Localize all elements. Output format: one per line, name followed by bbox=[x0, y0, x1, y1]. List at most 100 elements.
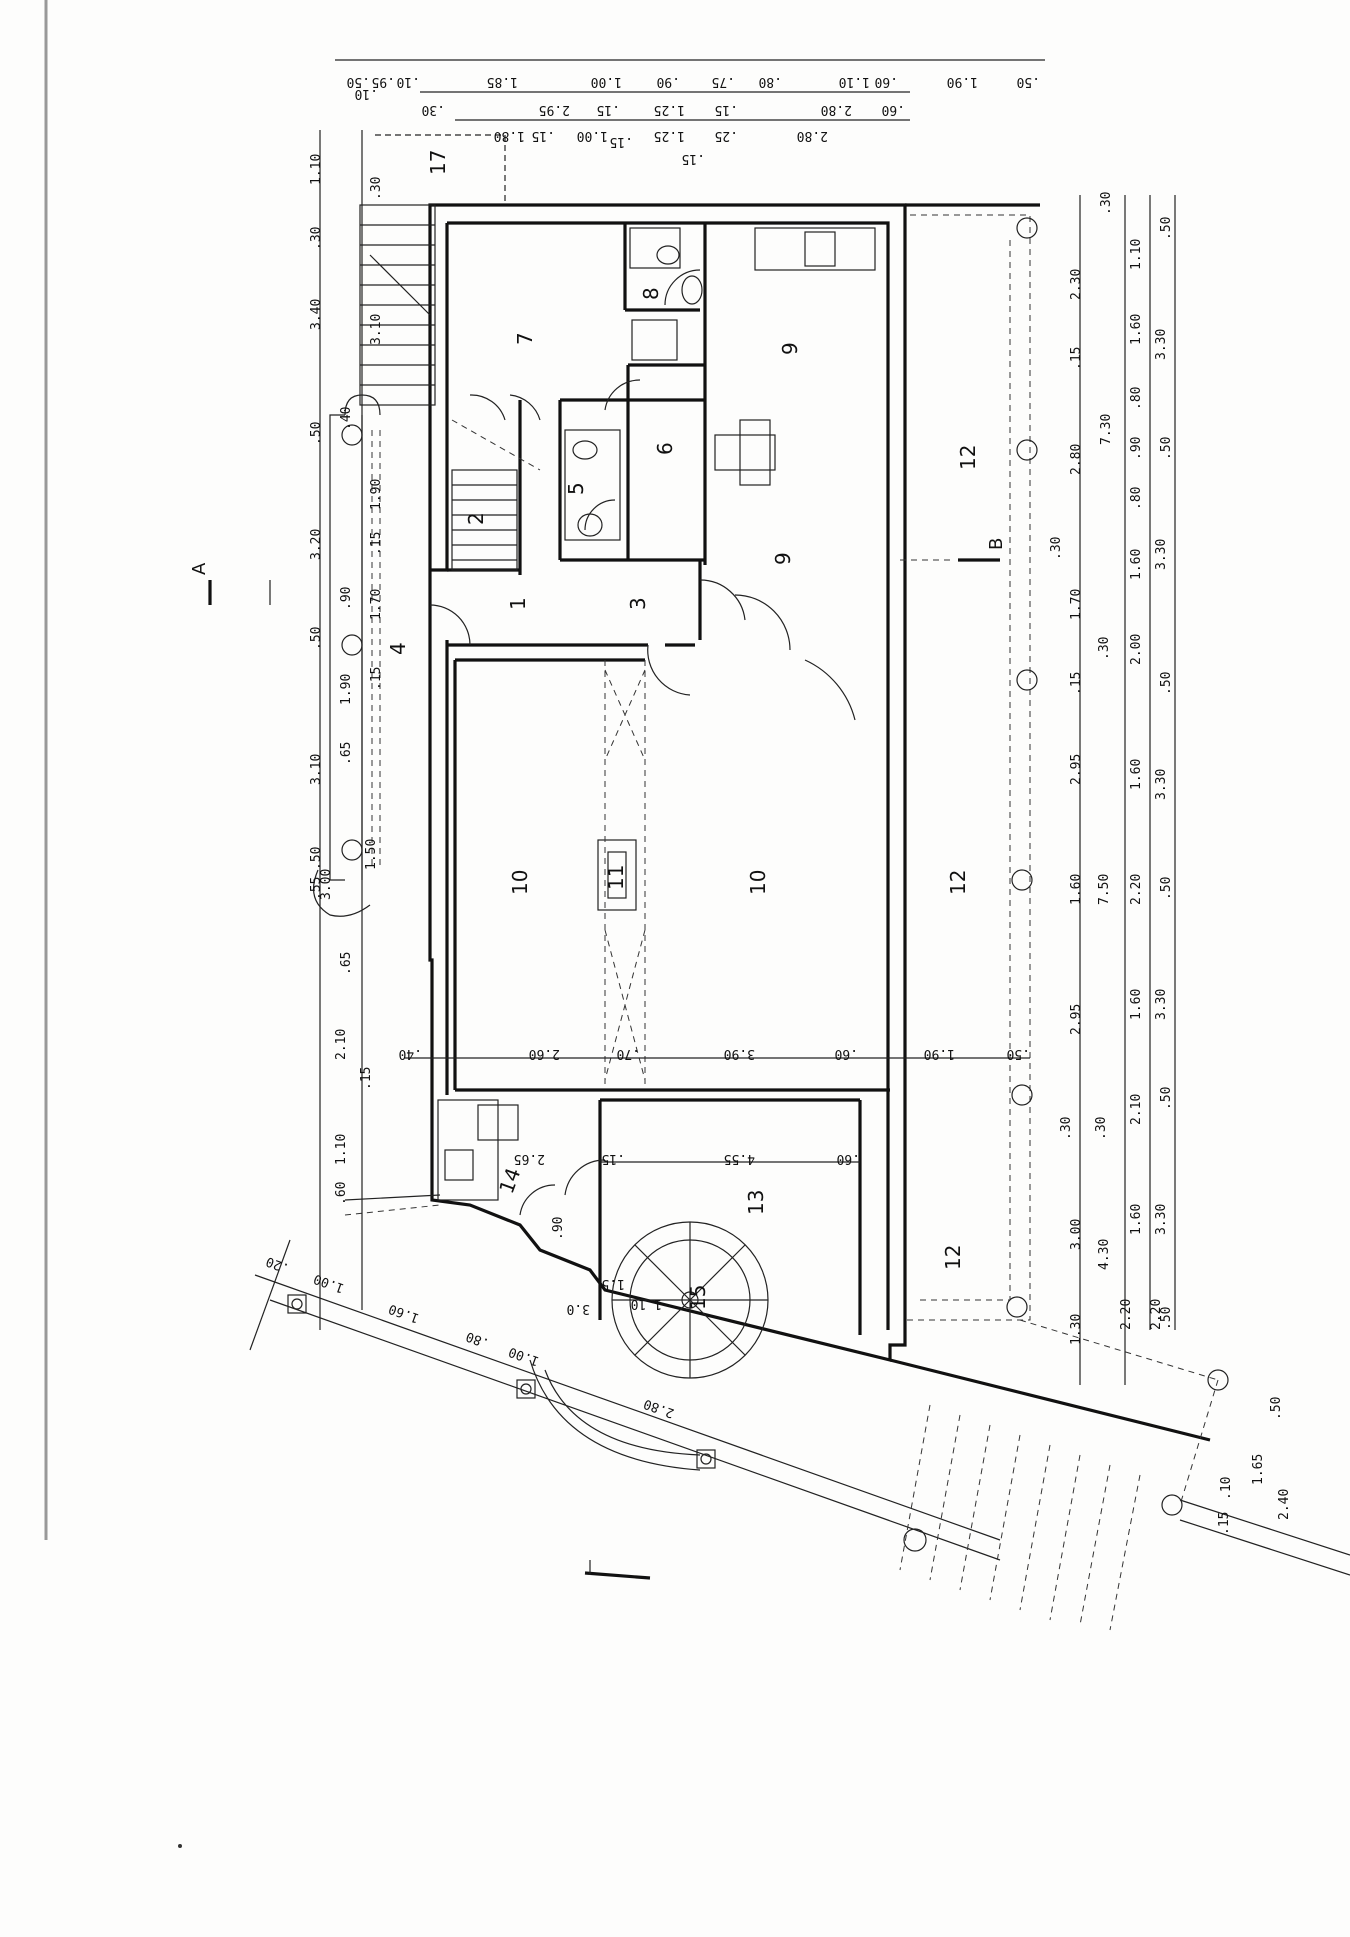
dim-right4-11: .50 bbox=[1159, 1307, 1174, 1330]
dim-br-1: .50 bbox=[1269, 1397, 1284, 1420]
dim-low-2: .15 bbox=[602, 1151, 625, 1166]
room-label-9-upper: 9 bbox=[778, 342, 802, 355]
room-label-4: 4 bbox=[386, 642, 410, 655]
dims-stairs: 3.0 1.10 1.5 bbox=[567, 1276, 662, 1316]
dim-right2-7: 4.30 bbox=[1097, 1239, 1112, 1270]
dim-right1-1: 2.30 bbox=[1069, 269, 1084, 300]
dim-stair-3: 1.5 bbox=[602, 1276, 625, 1291]
dim-top3-8: .15 bbox=[682, 151, 705, 166]
dim-top2-5: .15 bbox=[597, 102, 620, 117]
room-label-9-lower: 9 bbox=[771, 552, 795, 565]
dim-right1-8: 2.95 bbox=[1069, 1004, 1084, 1035]
dim-left-inner-9: .15 bbox=[369, 667, 384, 690]
dim-right3-8: 1.60 bbox=[1129, 759, 1144, 790]
dim-right1-10: 3.00 bbox=[1069, 1219, 1084, 1250]
dim-left-9: .65 bbox=[339, 952, 354, 975]
room-label-15: 15 bbox=[686, 1285, 710, 1310]
dim-right3-1: 1.10 bbox=[1129, 239, 1144, 270]
dim-right1-4: 1.70 bbox=[1069, 589, 1084, 620]
dim-left-inner-6: 1.70 bbox=[369, 589, 384, 620]
dim-right1-11: 1.30 bbox=[1069, 1314, 1084, 1345]
room-label-13: 13 bbox=[744, 1190, 768, 1215]
dim-top3-6: .15 bbox=[532, 128, 555, 143]
dim-left-inner-7: .90 bbox=[339, 587, 354, 610]
room-label-2: 2 bbox=[464, 512, 488, 525]
room-label-10-left: 10 bbox=[508, 870, 532, 895]
dim-top-12: .10 bbox=[355, 86, 378, 101]
dim-left-inner-3: .40 bbox=[339, 407, 354, 430]
terrace-outline bbox=[905, 214, 1229, 1516]
dim-right4-1: .50 bbox=[1159, 217, 1174, 240]
scan-speck bbox=[178, 1844, 182, 1848]
dim-bl-5: 1.00 bbox=[507, 1344, 542, 1369]
dim-bl-4: .80 bbox=[464, 1328, 491, 1350]
section-label-a: A bbox=[189, 562, 210, 575]
dim-left-10: 2.10 bbox=[334, 1029, 349, 1060]
inner-stair bbox=[451, 419, 541, 571]
dim-top3-5: 1.00 bbox=[577, 128, 608, 143]
dim-right2-6: .30 bbox=[1094, 1117, 1109, 1140]
room-label-10-right: 10 bbox=[746, 870, 770, 895]
dim-top-10: .10 bbox=[397, 74, 420, 89]
dim-low-4: .60 bbox=[837, 1151, 860, 1166]
dim-right1-6: 2.95 bbox=[1069, 754, 1084, 785]
dim-right1-9: .30 bbox=[1059, 1117, 1074, 1140]
dim-left-inner-13: .55 bbox=[309, 877, 324, 900]
dim-right3-10: 1.60 bbox=[1129, 989, 1144, 1020]
dimension-lines bbox=[319, 59, 1176, 1385]
building-walls bbox=[428, 203, 1211, 1442]
room-label-3: 3 bbox=[626, 597, 650, 610]
dim-top3-4: .15 bbox=[610, 134, 633, 149]
dims-bottom-right: .50 1.65 2.40 .10 .15 bbox=[1217, 1397, 1292, 1535]
door-swings bbox=[429, 269, 856, 1216]
dim-left-2: .30 bbox=[309, 227, 324, 250]
dim-br-4: .10 bbox=[1219, 1477, 1234, 1500]
dim-right4-8: 3.30 bbox=[1154, 989, 1169, 1020]
dim-right3-12: 1.60 bbox=[1129, 1204, 1144, 1235]
dim-top3-1: 2.80 bbox=[797, 128, 828, 143]
room-label-6: 6 bbox=[653, 442, 677, 455]
dim-top-2: 1.90 bbox=[947, 74, 978, 89]
dim-right4-3: .50 bbox=[1159, 437, 1174, 460]
room-label-17: 17 bbox=[426, 150, 450, 175]
dim-right2-8: 2.20 bbox=[1119, 1299, 1134, 1330]
dim-top2-7: .30 bbox=[422, 102, 445, 117]
dim-right1-7: 1.60 bbox=[1069, 874, 1084, 905]
room-label-12-bottom: 12 bbox=[941, 1245, 965, 1270]
dim-top-3: .60 bbox=[875, 74, 898, 89]
section-line-bottom bbox=[584, 1571, 651, 1580]
dim-left-inner-12: 3.00 bbox=[319, 869, 334, 900]
dim-left-11: .15 bbox=[359, 1067, 374, 1090]
dim-bl-3: 1.60 bbox=[387, 1301, 422, 1326]
dim-left-13: .60 bbox=[334, 1182, 349, 1205]
dim-br-5: .15 bbox=[1217, 1512, 1232, 1535]
dim-right1-3: .30 bbox=[1049, 537, 1064, 560]
dim-mid-4: 3.90 bbox=[724, 1046, 755, 1061]
dim-right3-13: 2.20 bbox=[1149, 1299, 1164, 1330]
section-label-b: B bbox=[986, 538, 1007, 550]
dim-bl-1: .20 bbox=[264, 1253, 291, 1275]
dim-top-9: 1.85 bbox=[487, 74, 518, 89]
room-label-12-middle: 12 bbox=[946, 870, 970, 895]
dim-left-3: 3.40 bbox=[309, 299, 324, 330]
dim-right4-9: .50 bbox=[1159, 1087, 1174, 1110]
dims-top: .50 1.90 .60 1.10 .80 .75 .90 1.00 1.85 … bbox=[347, 74, 1040, 166]
dim-right4-6: 3.30 bbox=[1154, 769, 1169, 800]
dim-left-inner-4: 1.90 bbox=[369, 479, 384, 510]
room-label-5: 5 bbox=[564, 482, 588, 495]
dim-top3-3: 1.25 bbox=[654, 128, 685, 143]
dim-right2-1: .30 bbox=[1099, 192, 1114, 215]
dim-low-3: 4.55 bbox=[724, 1151, 755, 1166]
left-balcony bbox=[312, 394, 381, 917]
dim-right3-4: .90 bbox=[1129, 437, 1144, 460]
dim-top2-6: 2.95 bbox=[539, 102, 570, 117]
dim-right1-2: 2.80 bbox=[1069, 444, 1084, 475]
dim-left-12: 1.10 bbox=[334, 1134, 349, 1165]
dim-right2-3: 7.30 bbox=[1099, 414, 1114, 445]
dim-right4-2: 3.30 bbox=[1154, 329, 1169, 360]
dim-left-5: 3.20 bbox=[309, 529, 324, 560]
dim-right2-4: .30 bbox=[1097, 637, 1112, 660]
dim-right4-10: 3.30 bbox=[1154, 1204, 1169, 1235]
dim-left-inner-8: 1.90 bbox=[339, 674, 354, 705]
